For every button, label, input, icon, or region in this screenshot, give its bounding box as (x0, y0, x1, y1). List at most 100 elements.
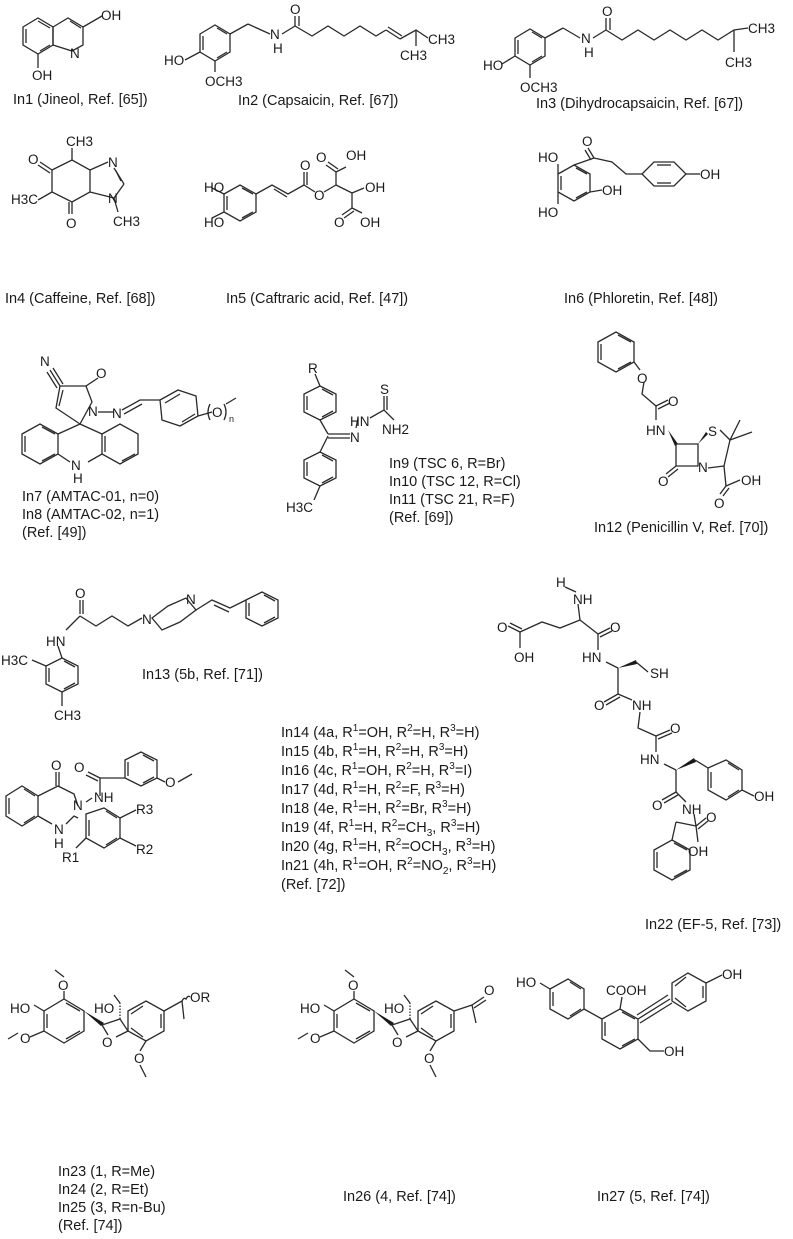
atom-label: HN (640, 752, 660, 767)
structure-in2: O N H HO OCH3 CH3 CH3 (164, 2, 455, 89)
atom-label: N (88, 404, 98, 419)
caption-in26: In26 (4, Ref. [74]) (343, 1189, 456, 1205)
atom-label: HN (646, 423, 666, 438)
atom-label: O (392, 1035, 403, 1050)
atom-label: HO (164, 53, 184, 68)
atom-label: S (708, 424, 717, 439)
atom-label: HN (582, 650, 602, 665)
caption-in9: In9 (TSC 6, R=Br) (389, 456, 506, 472)
atom-label: OH (360, 215, 380, 230)
atom-label: NH (682, 802, 702, 817)
atom-label: HO (94, 1001, 114, 1016)
caption-in6: In6 (Phloretin, Ref. [48]) (564, 291, 718, 307)
atom-label: O (300, 158, 311, 173)
atom-label: CH3 (725, 55, 752, 70)
atom-label: OH (700, 167, 720, 182)
atom-label: OH (101, 8, 121, 23)
atom-label: O (714, 496, 725, 511)
atom-label: OH (514, 650, 534, 665)
atom-label: N (70, 46, 80, 61)
atom-label: R3 (136, 802, 153, 817)
atom-label: O (670, 721, 681, 736)
atom-label: HO (204, 180, 224, 195)
caption-in14: In14 (4a, R1=OH, R2=H, R3=H) (281, 723, 480, 741)
atom-label: N (186, 592, 196, 607)
structure-in6: O HO OH HO OH (538, 134, 720, 220)
caption-in4: In4 (Caffeine, Ref. [68]) (5, 291, 156, 307)
atom-label: O (20, 1031, 31, 1046)
caption-in25: In25 (3, R=n-Bu) (58, 1200, 166, 1216)
atom-label: OH (722, 967, 742, 982)
atom-label: O (75, 586, 86, 601)
atom-label: HO (10, 1001, 30, 1016)
atom-label: O (290, 2, 301, 17)
atom-label: N (71, 458, 81, 473)
caption-ref-69: (Ref. [69]) (389, 510, 454, 526)
caption-in10: In10 (TSC 12, R=Cl) (389, 474, 521, 490)
structure-in5: HO HO O O O OH OH O OH (204, 148, 385, 230)
atom-label: O (668, 394, 679, 409)
atom-label: HO (300, 1001, 320, 1016)
atom-label: OCH3 (520, 80, 558, 95)
atom-label: HO (204, 215, 224, 230)
caption-in19: In19 (4f, R1=H, R2=CH3, R3=H) (281, 818, 481, 839)
structure-in26: HO HO O O O O O (297, 969, 495, 1078)
atom-label: N (108, 191, 118, 206)
atom-label: N (108, 155, 118, 170)
caption-in16: In16 (4c, R1=OH, R2=H, R3=I) (281, 761, 473, 779)
atom-label: N (270, 27, 280, 42)
atom-label: HO (483, 58, 503, 73)
atom-label: H (584, 45, 594, 60)
atom-label: H3C (11, 192, 38, 207)
caption-in18: In18 (4e, R1=H, R2=Br, R3=H) (281, 799, 472, 817)
caption-in21: In21 (4h, R1=OH, R2=NO2, R3=H) (281, 856, 497, 877)
atom-label: O (102, 1035, 113, 1050)
atom-label: OH (741, 473, 761, 488)
atom-label: OH (664, 1044, 684, 1059)
atom-label: N (581, 31, 591, 46)
atom-label: COOH (606, 983, 647, 998)
atom-label: CH3 (66, 134, 93, 149)
atom-label: O (484, 983, 495, 998)
atom-label: CH3 (428, 32, 455, 47)
atom-label: CH3 (400, 48, 427, 63)
structure-in22: H NH O OH O HN SH O NH O HN O NH OH O OH (497, 575, 774, 881)
structure-in27: HO COOH OH OH (516, 967, 742, 1059)
caption-ref-72: (Ref. [72]) (281, 877, 346, 893)
atom-label: O (310, 1031, 321, 1046)
atom-label: O (58, 978, 69, 993)
atom-label: NH (573, 592, 593, 607)
atom-label: H (273, 41, 283, 56)
caption-in8: In8 (AMTAC-02, n=1) (22, 507, 160, 523)
atom-label: O (134, 1051, 145, 1066)
atom-label: CH3 (748, 21, 775, 36)
caption-in22: In22 (EF-5, Ref. [73]) (645, 917, 782, 933)
atom-label: O (74, 760, 85, 775)
caption-in24: In24 (2, R=Et) (58, 1182, 149, 1198)
atom-label: O (28, 152, 39, 167)
atom-label: CH3 (54, 708, 81, 723)
caption-in23: In23 (1, R=Me) (58, 1164, 156, 1180)
structure-in9-in11: R HN N S NH2 H3C (286, 361, 409, 515)
structure-in14-in21: O O N NH O N H R3 R1 R2 (5, 751, 193, 865)
atom-label: S (380, 382, 389, 397)
caption-in3: In3 (Dihydrocapsaicin, Ref. [67]) (536, 96, 744, 112)
atom-label: O (348, 978, 359, 993)
atom-label: O (96, 366, 107, 381)
atom-label: O (602, 4, 613, 19)
atom-label: O (658, 474, 669, 489)
atom-label: O (66, 216, 77, 231)
atom-label: N (73, 798, 83, 813)
atom-label: OR (190, 990, 211, 1005)
atom-label: SH (650, 666, 669, 681)
atom-label: O (424, 1051, 435, 1066)
atom-label: N (698, 460, 708, 475)
atom-label: HO (538, 205, 558, 220)
atom-label: n (229, 414, 234, 424)
structure-in23-in25: HO HO O O O OR O (7, 969, 211, 1078)
atom-label: H (73, 471, 83, 486)
atom-label: NH (94, 790, 114, 805)
caption-in1: In1 (Jineol, Ref. [65]) (13, 92, 148, 108)
atom-label: O (314, 188, 325, 203)
atom-label: OH (602, 183, 622, 198)
